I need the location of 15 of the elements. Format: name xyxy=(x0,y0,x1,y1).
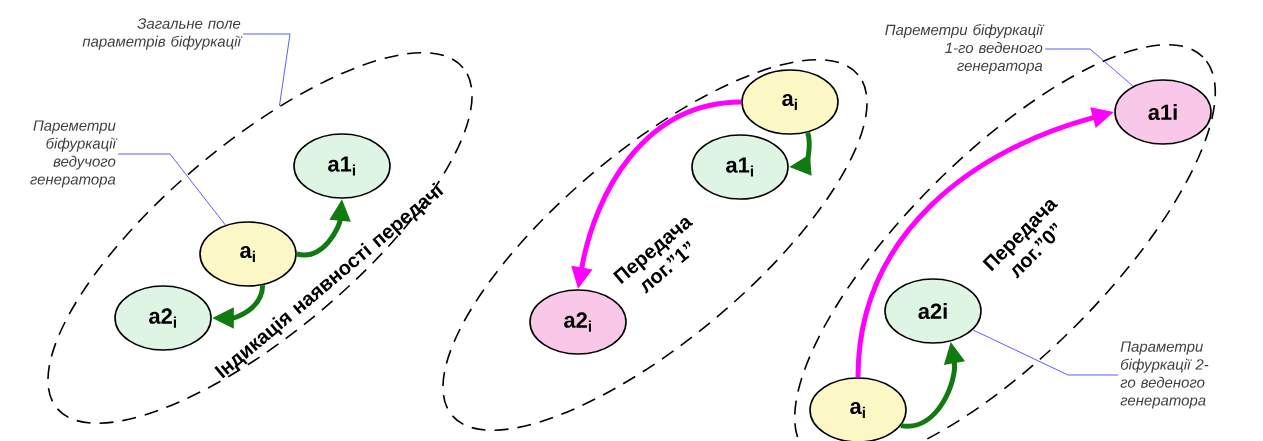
callout-text: Загальне поле параметрів біфуркації xyxy=(82,18,243,50)
ellipse-node: a2i xyxy=(884,278,982,344)
ellipse-node: a2$_{i}$ xyxy=(114,285,212,351)
ellipse-node: a2$_{i}$ xyxy=(529,289,627,355)
leader-line xyxy=(242,33,291,107)
ellipse-node: a$_{i}$ xyxy=(741,69,839,135)
ellipse-node: a1i xyxy=(1114,79,1212,145)
callout-text: Параметри біфуркації 2-го веденого генератора xyxy=(1120,341,1209,409)
leader-line xyxy=(117,153,226,226)
ellipse-node: a1$_{i}$ xyxy=(293,133,391,199)
leader-line xyxy=(1044,48,1134,87)
ellipse-node: a$_{i}$ xyxy=(199,221,297,287)
ellipse-node: a$_{i}$ xyxy=(809,377,907,441)
leader-line xyxy=(972,329,1119,376)
ellipse-node: a1$_{i}$ xyxy=(691,134,789,200)
